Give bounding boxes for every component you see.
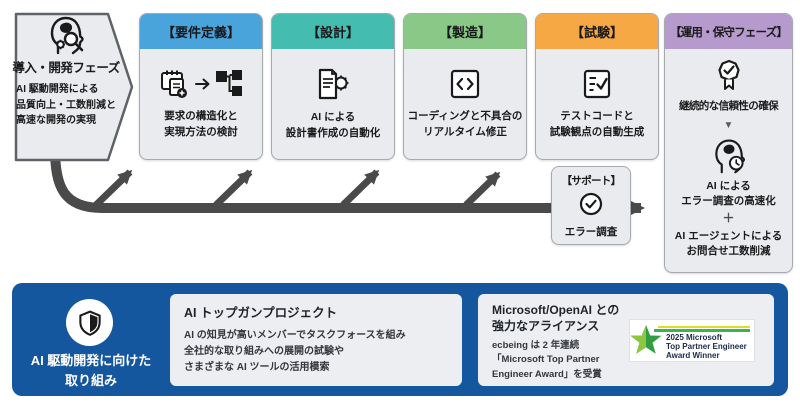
- support-label: 【サポート】: [561, 174, 622, 187]
- shield-icon: [78, 310, 101, 336]
- microsoft-award-badge: 2025 Microsoft Top Partner Engineer Awar…: [630, 320, 754, 361]
- topgun-card-body: AI の知見が高いメンバーでタスクフォースを組み 全社的な取り組みへの展開の試験…: [184, 330, 406, 374]
- phase-box-operation-maintenance: 【運用・保守フェーズ】 継続的な信頼性の確保 ▼ AI による エラー調査の高速…: [664, 13, 793, 273]
- badge-stripe-yellow: [658, 326, 750, 328]
- topgun-project-card: AI トップガンプロジェクト AI の知見が高いメンバーでタスクフォースを組み …: [170, 294, 462, 386]
- operation-agent-text: お問合せ工数削減: [686, 244, 771, 257]
- phase-header-manufacture: 【製造】: [404, 14, 526, 49]
- alliance-card-body: ecbeing は 2 年連続 「Microsoft Top Partner E…: [492, 340, 602, 380]
- topgun-card-title: AI トップガンプロジェクト: [184, 306, 338, 320]
- circle-check-icon: [579, 192, 603, 215]
- shield-badge: [66, 299, 113, 346]
- support-box: 【サポート】 エラー調査: [551, 166, 631, 245]
- phase-text: 要求の構造化と: [164, 109, 238, 122]
- ai-head-search-icon: [50, 16, 84, 55]
- footer-heading: AI 駆動開発に向けた 取り組み: [30, 353, 152, 389]
- intro-phase: 導入・開発フェーズ AI 駆動開発による 品質向上・工数削減と 高速な開発の実現: [12, 13, 120, 160]
- badge-text: 2025 Microsoft Top Partner Engineer Awar…: [666, 333, 747, 361]
- award-ribbon-check-icon: [717, 59, 740, 90]
- phase-text: AI による: [310, 110, 356, 123]
- ai-head-clock-icon: [714, 139, 745, 173]
- alliance-card-title: Microsoft/OpenAI との 強力なアライアンス: [492, 303, 620, 333]
- phase-header-design: 【設計】: [272, 14, 394, 49]
- branch-arrow-manufacture: [340, 169, 380, 208]
- plus-sign: ＋: [722, 211, 735, 226]
- phase-box-manufacture: 【製造】 コーディングと不具合の リアルタイム修正: [403, 13, 527, 160]
- branch-arrow-design: [213, 169, 253, 208]
- phase-text: 実現方法の検討: [164, 125, 238, 138]
- phase-text: コーディングと不具合の: [407, 109, 523, 122]
- phase-header-test: 【試験】: [536, 14, 658, 49]
- phase-header-operation: 【運用・保守フェーズ】: [665, 14, 792, 49]
- phase-box-requirements: 【要件定義】: [139, 13, 263, 160]
- phase-text: 設計書作成の自動化: [285, 126, 381, 139]
- checklist-icon: [583, 69, 611, 98]
- phase-text: 試験観点の自動生成: [549, 125, 645, 138]
- operation-ai-text: AI による: [706, 179, 751, 192]
- branch-arrow-test: [463, 171, 501, 208]
- badge-stripe-green: [654, 329, 750, 332]
- operation-agent-text: AI エージェントによる: [674, 229, 783, 242]
- requirements-note-icon: [161, 70, 187, 98]
- intro-title: 導入・開発フェーズ: [12, 61, 120, 75]
- document-gear-icon: [318, 68, 349, 99]
- phase-header-requirements: 【要件定義】: [140, 14, 262, 49]
- intro-pentagon-shape: [14, 12, 134, 162]
- phase-box-design: 【設計】 AI による 設計書作成の自動化: [271, 13, 395, 160]
- code-icon: [450, 69, 480, 98]
- arrow-right-icon: [195, 78, 210, 90]
- intro-description: AI 駆動開発による 品質向上・工数削減と 高速な開発の実現: [16, 84, 116, 126]
- operation-reliability-text: 継続的な信頼性の確保: [679, 100, 779, 112]
- phase-box-test: 【試験】 テストコードと 試験観点の自動生成: [535, 13, 659, 160]
- operation-ai-text: エラー調査の高速化: [681, 194, 776, 207]
- structure-tree-icon: [216, 69, 242, 96]
- support-text: エラー調査: [564, 225, 618, 238]
- phase-text: リアルタイム修正: [423, 125, 507, 138]
- phase-text: テストコードと: [560, 109, 634, 122]
- badge-star-icon: [630, 325, 662, 354]
- branch-arrow-requirements: [93, 169, 133, 208]
- down-triangle-icon: ▼: [723, 120, 734, 132]
